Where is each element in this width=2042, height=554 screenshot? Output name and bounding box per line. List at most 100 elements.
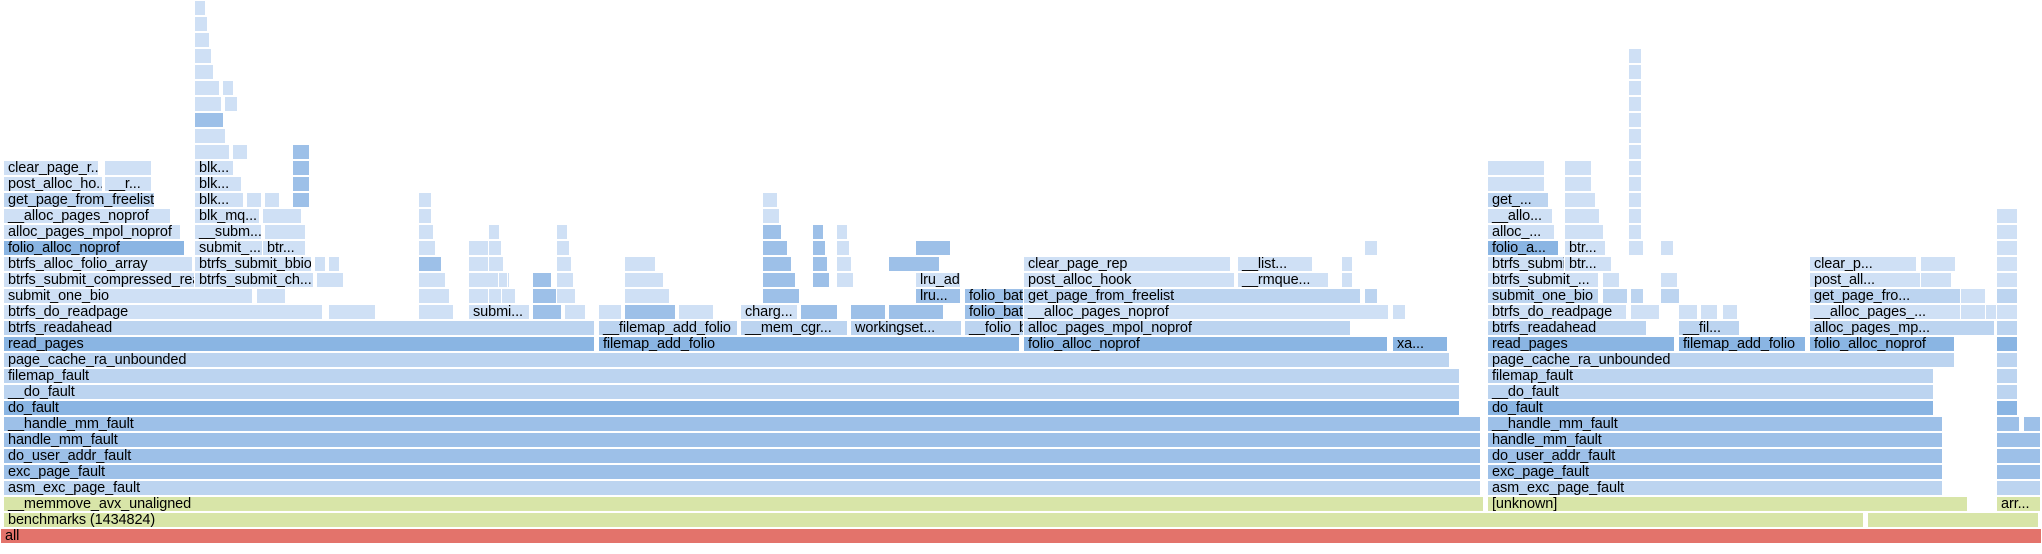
flame-frame[interactable] bbox=[194, 144, 230, 160]
flame-frame[interactable] bbox=[1628, 144, 1642, 160]
flame-frame[interactable] bbox=[194, 96, 222, 112]
flame-frame[interactable]: filemap_fault bbox=[1487, 368, 1934, 384]
flame-frame[interactable]: __do_fault bbox=[1487, 384, 1934, 400]
flame-frame[interactable]: exc_page_fault bbox=[3, 464, 1481, 480]
flame-frame[interactable] bbox=[104, 160, 152, 176]
flame-frame[interactable]: get_... bbox=[1487, 192, 1549, 208]
flame-frame[interactable]: page_cache_ra_unbounded bbox=[3, 352, 1450, 368]
flame-frame[interactable] bbox=[264, 192, 280, 208]
flame-frame[interactable] bbox=[1628, 176, 1642, 192]
flame-frame[interactable] bbox=[556, 256, 572, 272]
flame-frame[interactable] bbox=[1996, 480, 2041, 496]
flame-frame[interactable]: blk... bbox=[194, 160, 234, 176]
flame-frame[interactable] bbox=[556, 288, 576, 304]
flame-frame[interactable] bbox=[1996, 208, 2018, 224]
flame-frame[interactable]: btrfs_alloc_folio_array bbox=[3, 256, 193, 272]
flame-frame[interactable]: page_cache_ra_unbounded bbox=[1487, 352, 1955, 368]
flame-frame[interactable] bbox=[256, 288, 286, 304]
flame-frame[interactable] bbox=[488, 224, 500, 240]
flame-frame[interactable]: __subm... bbox=[194, 224, 262, 240]
flame-frame[interactable] bbox=[1700, 304, 1718, 320]
flame-frame[interactable]: clear_page_rep bbox=[1023, 256, 1231, 272]
flame-frame[interactable] bbox=[1960, 288, 1986, 304]
flame-frame[interactable] bbox=[194, 48, 212, 64]
flame-frame[interactable] bbox=[262, 208, 302, 224]
flame-frame[interactable] bbox=[1660, 288, 1680, 304]
flame-frame[interactable] bbox=[1660, 240, 1674, 256]
flame-frame[interactable] bbox=[624, 272, 664, 288]
flame-frame[interactable]: btrfs_submit_compressed_read bbox=[3, 272, 199, 288]
flame-frame[interactable] bbox=[888, 304, 944, 320]
flame-frame[interactable] bbox=[1628, 224, 1642, 240]
flame-frame[interactable] bbox=[678, 304, 714, 320]
flame-frame[interactable]: btrfs_do_readpage bbox=[1487, 304, 1627, 320]
flame-frame[interactable] bbox=[498, 272, 508, 288]
flame-frame[interactable]: asm_exc_page_fault bbox=[1487, 480, 1943, 496]
flame-frame[interactable]: __handle_mm_fault bbox=[3, 416, 1481, 432]
flame-frame[interactable] bbox=[316, 272, 344, 288]
flame-frame[interactable] bbox=[418, 224, 434, 240]
flame-frame[interactable]: alloc_pages_mp... bbox=[1809, 320, 1995, 336]
flame-frame[interactable]: folio_alloc_noprof bbox=[3, 240, 185, 256]
flame-frame[interactable]: [unknown] bbox=[1487, 496, 1968, 512]
flame-frame[interactable] bbox=[264, 224, 306, 240]
flame-frame[interactable] bbox=[1996, 304, 2018, 320]
flame-frame[interactable] bbox=[314, 256, 326, 272]
flame-frame[interactable] bbox=[1660, 272, 1678, 288]
flame-frame[interactable]: alloc_pages_mpol_noprof bbox=[3, 224, 181, 240]
flame-frame[interactable] bbox=[1722, 304, 1738, 320]
flame-frame[interactable] bbox=[1996, 400, 2018, 416]
flame-frame[interactable] bbox=[850, 304, 886, 320]
flame-frame[interactable] bbox=[812, 272, 830, 288]
flame-frame[interactable]: do_fault bbox=[1487, 400, 1934, 416]
flame-frame[interactable] bbox=[812, 240, 826, 256]
flame-frame[interactable]: get_page_from_freelist bbox=[3, 192, 155, 208]
flame-frame[interactable]: folio_alloc_noprof bbox=[1023, 336, 1388, 352]
flame-frame[interactable]: __alloc_pages_noprof bbox=[3, 208, 171, 224]
flame-frame[interactable] bbox=[1564, 192, 1596, 208]
flame-frame[interactable] bbox=[1341, 272, 1353, 288]
flame-frame[interactable]: __r... bbox=[104, 176, 152, 192]
flame-frame[interactable]: __filemap_add_folio bbox=[598, 320, 738, 336]
flame-frame[interactable] bbox=[1920, 272, 1952, 288]
flame-frame[interactable]: benchmarks (1434824) bbox=[3, 512, 1864, 528]
flame-frame[interactable] bbox=[1960, 304, 1986, 320]
flame-frame[interactable] bbox=[1628, 160, 1642, 176]
flame-frame[interactable]: __fil... bbox=[1678, 320, 1740, 336]
flame-frame[interactable] bbox=[328, 256, 340, 272]
flame-frame[interactable]: btrfs_submit_ch... bbox=[194, 272, 314, 288]
flame-frame[interactable] bbox=[1630, 288, 1644, 304]
flame-frame[interactable] bbox=[1364, 288, 1378, 304]
flame-frame[interactable] bbox=[1564, 176, 1592, 192]
flame-frame[interactable] bbox=[1678, 304, 1698, 320]
flame-frame[interactable]: __rmque... bbox=[1237, 272, 1329, 288]
flame-frame[interactable] bbox=[488, 240, 502, 256]
flame-frame[interactable]: blk_mq... bbox=[194, 208, 260, 224]
flame-frame[interactable]: xa... bbox=[1392, 336, 1448, 352]
flame-frame[interactable] bbox=[194, 32, 210, 48]
flame-frame[interactable]: handle_mm_fault bbox=[3, 432, 1481, 448]
flame-frame[interactable]: read_pages bbox=[1487, 336, 1675, 352]
flame-frame[interactable] bbox=[488, 288, 502, 304]
flame-frame[interactable] bbox=[418, 208, 432, 224]
flame-frame[interactable] bbox=[812, 256, 828, 272]
flame-frame[interactable] bbox=[1996, 336, 2018, 352]
flame-frame[interactable]: exc_page_fault bbox=[1487, 464, 1943, 480]
flame-frame[interactable]: read_pages bbox=[3, 336, 595, 352]
flame-frame[interactable] bbox=[1487, 160, 1545, 176]
flame-frame[interactable] bbox=[1920, 256, 1956, 272]
flame-frame[interactable]: __memmove_avx_unaligned bbox=[3, 496, 1484, 512]
flame-frame[interactable] bbox=[1628, 192, 1642, 208]
flame-frame[interactable] bbox=[762, 256, 792, 272]
flame-frame[interactable]: post_alloc_hook bbox=[1023, 272, 1235, 288]
flame-frame[interactable] bbox=[836, 224, 848, 240]
flame-frame[interactable] bbox=[2023, 416, 2041, 432]
flame-frame[interactable] bbox=[224, 96, 238, 112]
flame-frame[interactable] bbox=[418, 256, 442, 272]
flame-frame[interactable]: post_all... bbox=[1809, 272, 1921, 288]
flame-frame[interactable]: get_page_fro... bbox=[1809, 288, 1969, 304]
flame-frame[interactable] bbox=[1628, 208, 1642, 224]
flame-frame[interactable]: do_user_addr_fault bbox=[3, 448, 1481, 464]
flame-frame[interactable] bbox=[1996, 240, 2018, 256]
flame-frame[interactable]: btrfs_readahead bbox=[1487, 320, 1647, 336]
